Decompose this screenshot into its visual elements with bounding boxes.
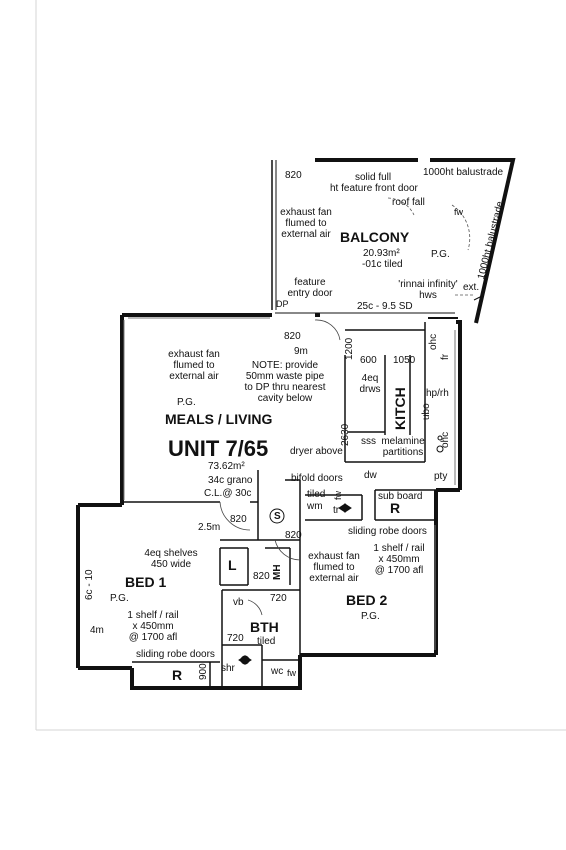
meals-living-name: MEALS / LIVING xyxy=(165,411,273,427)
unit-title: UNIT 7/65 xyxy=(168,436,269,461)
sink-note: sss xyxy=(361,436,376,447)
downpipe-note: DP xyxy=(276,299,289,309)
under-bench-oven-note: ubo xyxy=(421,403,432,420)
melamine-partitions-note: melamine partitions xyxy=(381,436,425,458)
waste-pipe-note: NOTE: provide 50mm waste pipe to DP thru… xyxy=(244,360,326,404)
bed1-sliding-doors: sliding robe doors xyxy=(136,649,215,660)
entry-door-width: 820 xyxy=(284,331,301,342)
sub-board-note: sub board xyxy=(378,491,423,502)
bath-finish: tiled xyxy=(257,636,276,647)
bed2-exhaust-note: exhaust fan flumed to external air xyxy=(308,551,360,584)
page-border xyxy=(35,0,566,731)
balcony-door-swings xyxy=(387,197,475,296)
bed1-finish-note: 6c - 10 xyxy=(84,569,95,600)
linen-cupboard-r: R xyxy=(390,500,401,516)
internal-door-swings xyxy=(219,319,341,616)
unit-finish: 34c grano xyxy=(208,475,253,486)
trough-note: tr xyxy=(333,505,340,516)
dim-1200: 1200 xyxy=(344,337,355,360)
unit-area: 73.62m² xyxy=(208,461,245,472)
bath-floor-waste: fw xyxy=(287,668,296,678)
dim-900: 900 xyxy=(198,663,209,680)
bed2-door-width: 820 xyxy=(285,530,302,541)
meter-hatch-note: MH xyxy=(272,564,283,580)
bed1-door-width: 820 xyxy=(230,514,247,525)
feature-front-door-note: ht feature front door xyxy=(330,183,418,194)
bed1-shelf-rail-note: 1 shelf / rail x 450mm @ 1700 afl xyxy=(127,610,179,643)
bed2-pg: P.G. xyxy=(361,611,380,622)
bifold-doors-note: bifold doors xyxy=(291,473,343,484)
pantry-note: pty xyxy=(434,471,448,482)
wc-note: wc xyxy=(271,666,284,677)
balcony-door-width: 820 xyxy=(285,170,302,181)
bed2-shelf-rail-note: 1 shelf / rail x 450mm @ 1700 afl xyxy=(373,543,425,576)
ext-note: ext. xyxy=(463,282,480,293)
shower-note: shr xyxy=(221,663,235,674)
dryer-note: dryer above xyxy=(290,446,343,457)
dim-2630: 2630 xyxy=(340,423,351,446)
vanity-basin-note: vb xyxy=(233,597,244,608)
bed2-name: BED 2 xyxy=(346,592,388,608)
dim-600: 600 xyxy=(360,355,377,366)
bath-name: BTH xyxy=(250,619,279,635)
balustrade-top-note: 1000ht balustrade xyxy=(423,167,504,178)
dishwasher-note: dw xyxy=(364,470,377,481)
bed1-shelves-note: 4eq shelves 450 wide xyxy=(144,548,198,570)
drawers-note: 4eq drws xyxy=(359,373,381,395)
dim-9m: 9m xyxy=(294,346,308,357)
dim-720-a: 720 xyxy=(270,593,287,604)
washing-machine-note: wm xyxy=(307,501,323,512)
smoke-detector-note: 25c - 9.5 SD xyxy=(357,301,413,312)
fridge-note: fr xyxy=(440,353,451,360)
unit-ceiling: C.L.@ 30c xyxy=(204,488,252,499)
bed1-name: BED 1 xyxy=(125,574,167,590)
living-exhaust-note: exhaust fan flumed to external air xyxy=(168,349,220,382)
kitchen-name: KITCH xyxy=(392,387,408,430)
balcony-exhaust-note: exhaust fan flumed to external air xyxy=(280,207,332,240)
overhead-cupboard-top: ohc xyxy=(428,333,439,350)
living-pg: P.G. xyxy=(177,397,196,408)
dim-4m: 4m xyxy=(90,625,104,636)
windows xyxy=(123,317,456,650)
roof-fall-note: roof fall xyxy=(392,197,425,208)
balcony-name: BALCONY xyxy=(340,229,410,245)
fixtures xyxy=(238,435,444,665)
bed1-pg: P.G. xyxy=(110,593,129,604)
balcony-pg: P.G. xyxy=(431,249,450,260)
dim-1050: 1050 xyxy=(393,355,416,366)
linen-cupboard-l: L xyxy=(228,557,237,573)
hot-water-note: 'rinnai infinity' hws xyxy=(398,279,458,301)
dim-2-5m: 2.5m xyxy=(198,522,221,533)
unit-walls xyxy=(76,313,462,690)
balcony-floor-waste: fw xyxy=(454,207,463,217)
entry-door-note: feature entry door xyxy=(287,277,333,299)
balcony-walls xyxy=(271,158,516,324)
internal-walls xyxy=(122,322,436,688)
balcony-area: 20.93m² xyxy=(363,248,400,259)
dim-720-b: 720 xyxy=(227,633,244,644)
laundry-tiled-note: tiled xyxy=(307,489,326,500)
bed2-sliding-doors: sliding robe doors xyxy=(348,526,427,537)
bed1-robe-r: R xyxy=(172,667,183,683)
hotplate-rangehood-note: hp/rh xyxy=(426,388,449,399)
solid-full-note: solid full xyxy=(355,172,392,183)
laundry-floor-waste: fw xyxy=(333,491,343,500)
overhead-cupboard-bottom: ohc xyxy=(440,431,451,448)
bath-door-width: 820 xyxy=(253,571,270,582)
balcony-finish: -01c tiled xyxy=(362,259,403,270)
smoke-alarm-symbol: S xyxy=(274,511,281,522)
